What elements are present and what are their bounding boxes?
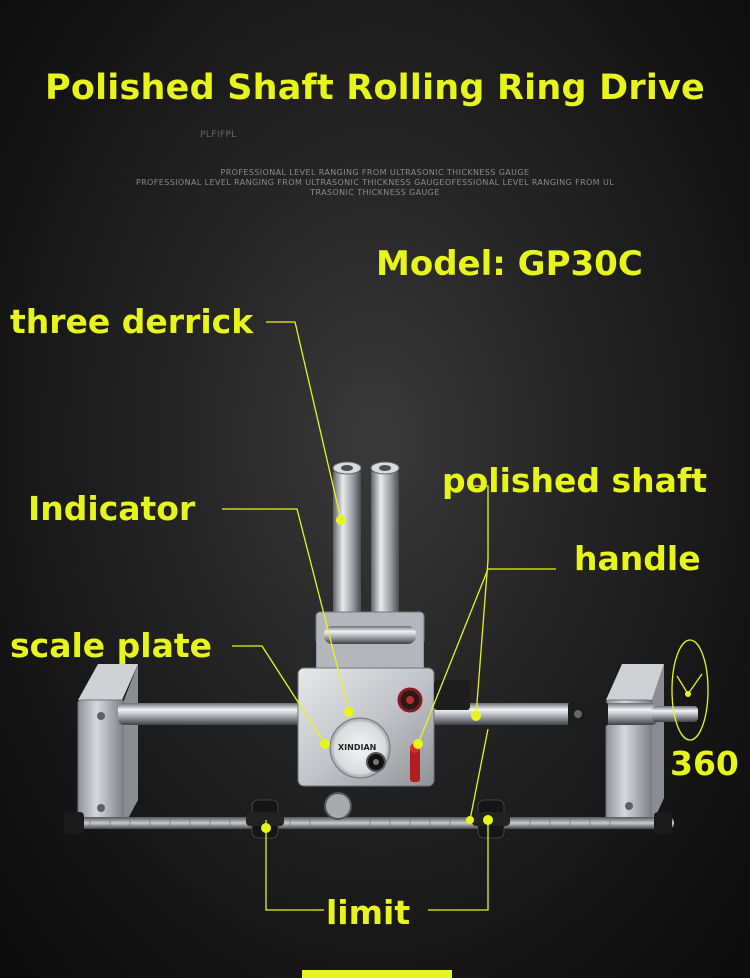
threaded-limit-rod [64,812,674,834]
callout-handle: handle [574,539,701,578]
page-title: Polished Shaft Rolling Ring Drive [44,68,705,108]
model-label: Model: GP30C [376,244,643,284]
callout-limit: limit [326,893,411,932]
right-end-plate [605,664,664,825]
callout-three-derrick: three derrick [10,302,254,341]
tagline-line-1: PROFESSIONAL LEVEL RANGING FROM ULTRASON… [220,168,530,177]
brand-label: XINDIAN [338,743,376,752]
left-end-plate [77,664,138,827]
shaft-coupling [568,702,608,726]
limit-knob-left [246,799,284,839]
callout-dots [261,515,691,833]
callout-leader-lines [222,321,709,911]
watermark-text: PLFIFPL [200,130,237,140]
drive-body: XINDIAN [297,667,470,820]
tagline-line-2: PROFESSIONAL LEVEL RANGING FROM ULTRASON… [135,178,615,187]
callout-indicator: Indicator [28,489,196,528]
callout-rotation: 360 [670,744,739,783]
callout-scale-plate: scale plate [10,626,213,665]
accent-bar [302,970,452,978]
tagline-line-3: TRASONIC THICKNESS GAUGE [310,188,440,197]
callout-polished-shaft: polished shaft [442,461,708,500]
scale-dial [329,717,391,779]
roller-bracket [296,611,438,673]
